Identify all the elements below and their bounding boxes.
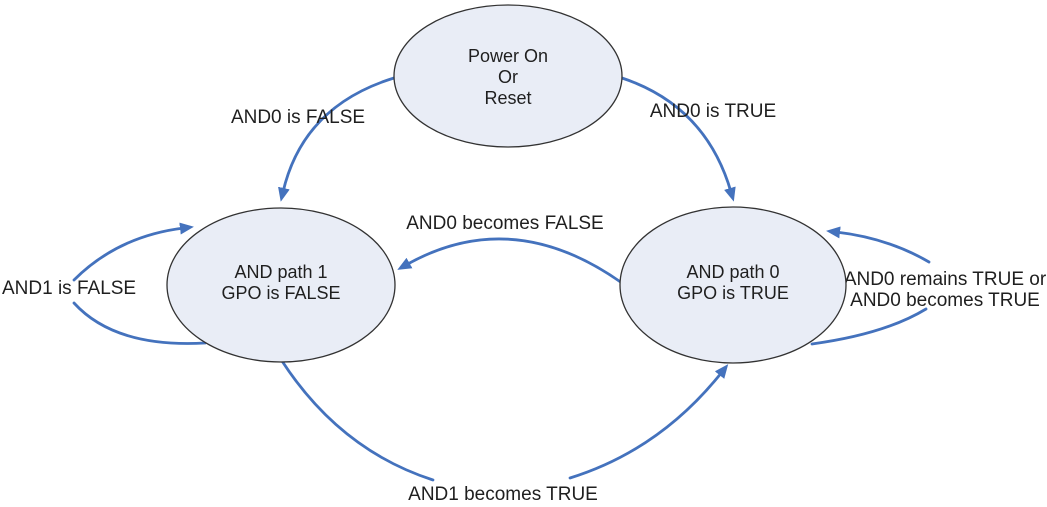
edge-path1-to-path0-segment-right [568, 364, 729, 480]
edge-path0-to-path1 [397, 237, 624, 285]
edge-path0-self-loop-out [810, 307, 928, 346]
edge-path1-self-loop-out [72, 301, 207, 345]
state-ellipse-and-path-1 [166, 207, 396, 363]
state-label-and-path-0-line2: GPO is TRUE [677, 283, 789, 303]
edge-label-layer: AND0 is FALSE AND0 is TRUE AND0 becomes … [2, 101, 1047, 505]
edge-label-and1-becomes-true: AND1 becomes TRUE [408, 484, 598, 505]
state-label-power-on-line1: Power On [468, 46, 548, 66]
edge-label-and0-is-false: AND0 is FALSE [231, 107, 365, 128]
edge-label-and0-remains-true-line2: AND0 becomes TRUE [850, 290, 1040, 311]
state-label-and-path-1-line1: AND path 1 [234, 262, 327, 282]
state-label-and-path-0-line1: AND path 0 [686, 262, 779, 282]
edge-label-and1-is-false: AND1 is FALSE [2, 278, 136, 299]
state-ellipse-power-on-reset [393, 4, 623, 148]
state-label-and-path-1-line2: GPO is FALSE [221, 283, 340, 303]
state-label-power-on-line3: Reset [484, 88, 531, 108]
state-ellipse-and-path-0 [619, 206, 847, 364]
edge-power-to-path0 [620, 76, 736, 202]
edge-label-and0-remains-true-line1: AND0 remains TRUE or [844, 269, 1047, 290]
edge-layer [72, 76, 931, 482]
edge-label-and0-is-true: AND0 is TRUE [650, 101, 776, 122]
edge-label-and0-becomes-false: AND0 becomes FALSE [406, 213, 603, 234]
state-node-and-path-1: AND path 1 GPO is FALSE [166, 207, 396, 363]
node-layer: Power On Or Reset AND path 1 GPO is FALS… [166, 4, 847, 364]
state-node-power-on-reset: Power On Or Reset [393, 4, 623, 148]
edge-path0-self-loop-in [826, 226, 931, 264]
edge-path1-to-path0-segment-left [280, 359, 435, 482]
edge-power-to-path1 [278, 76, 396, 202]
edge-path1-self-loop-in [72, 222, 194, 282]
state-label-power-on-line2: Or [498, 67, 518, 87]
state-node-and-path-0: AND path 0 GPO is TRUE [619, 206, 847, 364]
